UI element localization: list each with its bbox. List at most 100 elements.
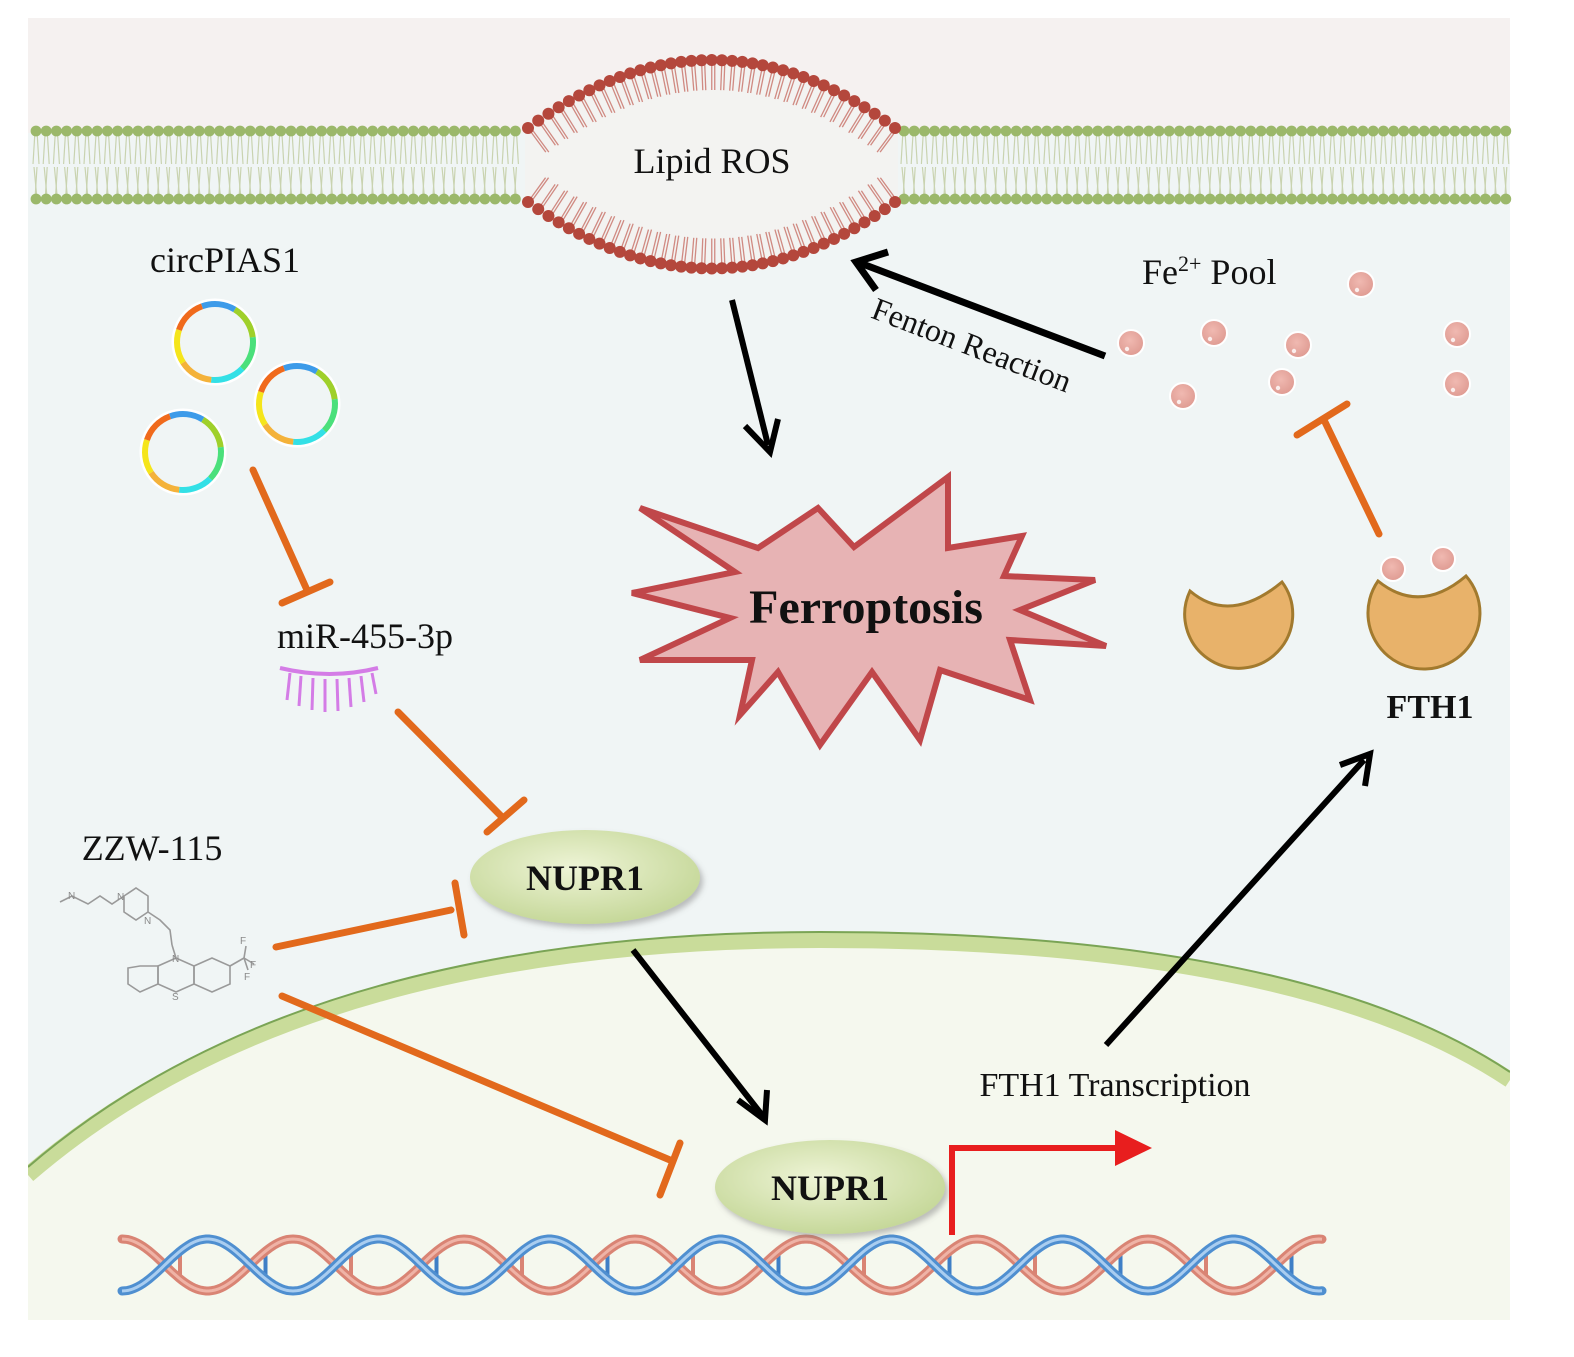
lipid-head [510, 193, 521, 205]
circrna-segment [180, 360, 212, 383]
lipid-head [61, 125, 72, 137]
lipid-head [163, 193, 175, 205]
lipid-head [1092, 125, 1104, 137]
circrna-segment [142, 438, 154, 475]
lipid-head [275, 125, 287, 137]
lipid-head [1265, 193, 1277, 205]
ferroptosis-starburst [631, 471, 1108, 751]
lipid-head [163, 125, 175, 137]
lipid-head [1204, 193, 1216, 205]
nupr1-nucleus [715, 1140, 945, 1234]
iron-ion [1443, 320, 1471, 348]
lipid-head [306, 125, 317, 137]
oxidized-lipid-head [726, 54, 739, 67]
lipid-head [61, 193, 72, 205]
lipid-head [142, 193, 154, 205]
lipid-head [499, 125, 511, 137]
lipid-head [479, 125, 491, 137]
lipid-head [91, 125, 103, 137]
oxidized-lipid-head [675, 260, 688, 273]
lipid-head [285, 125, 297, 137]
ferritin-fth1 [1366, 546, 1482, 671]
oxidized-lipid-head [685, 54, 698, 67]
lipid-head [40, 193, 52, 205]
oxidized-lipid-head [868, 107, 881, 120]
ferritin-empty [1183, 579, 1295, 670]
lipid-head [1480, 193, 1491, 205]
circrna-segment [144, 413, 172, 442]
lipid-head [970, 193, 981, 205]
lipid-head [1153, 193, 1165, 205]
oxidized-lipid-head [746, 57, 759, 70]
lipid-head [1337, 125, 1348, 137]
lipid-head [173, 125, 185, 137]
circpias1-label: circPIAS1 [150, 240, 300, 280]
lipid-head [408, 125, 419, 137]
lipid-head [1459, 193, 1471, 205]
lipid-head [489, 125, 501, 137]
lipid-head [1388, 193, 1399, 205]
lipid-head [1021, 193, 1032, 205]
lipid-head [469, 125, 480, 137]
lipid-head [499, 193, 511, 205]
iron-ion [1268, 368, 1296, 396]
lipid-head [990, 193, 1002, 205]
lipid-head [1449, 193, 1461, 205]
lipid-head [1163, 125, 1175, 137]
lipid-head [1204, 125, 1216, 137]
lipid-head [102, 125, 113, 137]
lipid-head [1276, 125, 1287, 137]
oxidized-lipid-head [777, 64, 790, 77]
oxidized-lipid-head [715, 54, 728, 67]
ferroptosis-label: Ferroptosis [749, 581, 983, 634]
oxidized-lipid-head [613, 245, 626, 258]
oxidized-lipid-head [736, 55, 749, 68]
svg-text:S: S [172, 992, 179, 1003]
oxidized-lipid-head [889, 122, 901, 134]
lipid-head [1418, 125, 1430, 137]
mirna-label: miR-455-3p [277, 616, 453, 656]
lipid-head [295, 125, 307, 137]
lipid-head [1235, 193, 1246, 205]
oxidized-lipid-head [552, 216, 565, 229]
lipid-head [448, 193, 460, 205]
oxidized-lipid-head [878, 203, 891, 216]
lipid-head [1041, 125, 1053, 137]
lipid-head [489, 193, 501, 205]
lipid-head [265, 193, 276, 205]
lipid-head [244, 193, 256, 205]
lipid-head [377, 193, 389, 205]
lipid-head [397, 193, 409, 205]
lipid-head [1061, 125, 1073, 137]
oxidized-lipid-head [705, 262, 718, 275]
iron-ion [1200, 319, 1228, 347]
lipid-head [234, 125, 246, 137]
iron-ion [1430, 546, 1456, 572]
lipid-head [255, 125, 266, 137]
lipid-head [1133, 125, 1144, 137]
oxidized-lipid-head [736, 260, 749, 273]
oxidized-lipid-head [746, 259, 759, 272]
oxidized-lipid-head [695, 262, 708, 275]
lipid-head [959, 193, 971, 205]
lipid-head [1031, 193, 1042, 205]
oxidized-lipid-head [634, 64, 647, 77]
lipid-head [408, 193, 419, 205]
nuclear-envelope [28, 931, 1510, 1182]
lipid-head [346, 125, 358, 137]
lipid-head [193, 125, 205, 137]
lipid-head [204, 125, 215, 137]
lipid-head [316, 125, 327, 137]
dna-double-helix [117, 1234, 1327, 1296]
lipid-head [1133, 193, 1144, 205]
lipid-head [1439, 193, 1450, 205]
oxidized-lipid-head [532, 203, 545, 216]
iron-ion [1347, 270, 1375, 298]
lipid-head [428, 125, 440, 137]
mirna-icon [279, 666, 379, 712]
nupr1-cytoplasm [470, 830, 700, 924]
lipid-head [1214, 193, 1226, 205]
lipid-head [438, 193, 450, 205]
lipid-head [1347, 193, 1359, 205]
lipid-head [1051, 125, 1063, 137]
